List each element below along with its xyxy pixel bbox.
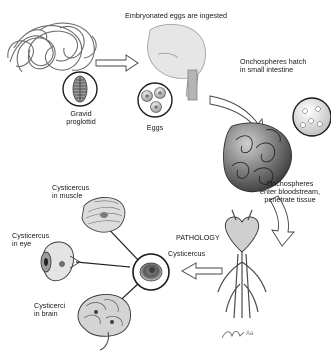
cysticercus-center [133,254,169,290]
label-gravid-proglottid: Gravid proglottid [58,110,104,126]
onchosphere-magnified [293,98,331,136]
cysticercus-in-muscle [82,197,125,232]
label-cysticercus-muscle: Cysticercus in muscle [52,184,104,200]
label-cysticerci-brain: Cysticerci in brain [34,302,82,318]
label-cysticercus: Cysticercus [168,250,218,258]
heart-bloodstream [218,210,266,318]
cysticerci-in-brain [78,294,131,350]
eggs-magnified [138,83,172,117]
label-onchospheres-enter: Onchospheres enter bloodstream, penetrat… [254,180,326,205]
label-eggs: Eggs [140,124,170,132]
artist-signature [222,332,244,339]
label-cysticercus-eye: Cysticercus in eye [12,232,62,248]
gravid-proglottid-magnified [63,72,97,106]
tapeworm-tangle [8,23,96,72]
label-onchospheres-hatch: Onchospheres hatch in small intestine [240,58,326,74]
label-embryonated-eggs: Embryonated eggs are ingested [112,12,240,20]
signature-text: Aa [246,330,266,338]
arrow-to-cysticercus [182,263,222,279]
label-pathology: PATHOLOGY [176,234,224,242]
arrow-ingestion [96,55,138,71]
